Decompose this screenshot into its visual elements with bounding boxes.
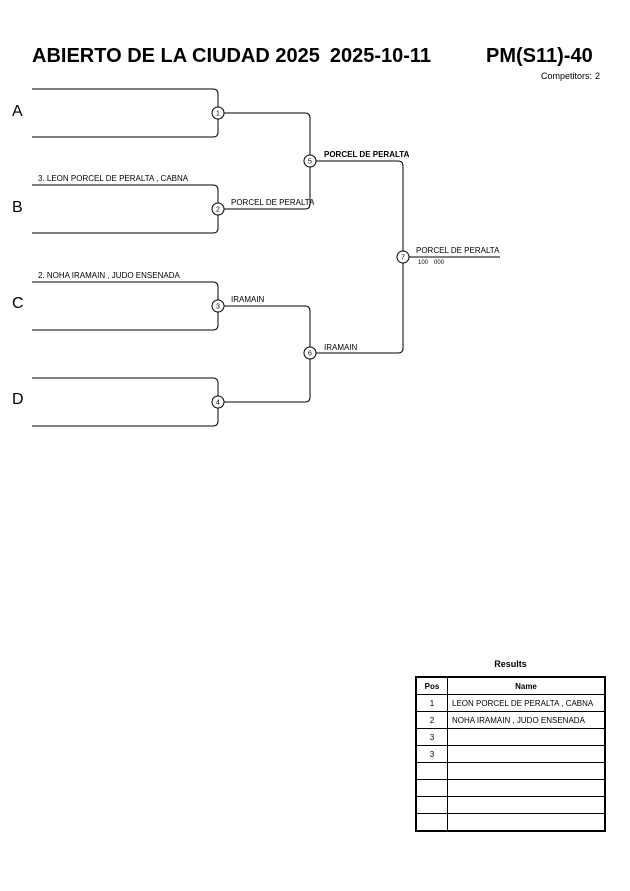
node-number-2: 2 <box>216 207 220 214</box>
result-pos: 2 <box>415 711 448 729</box>
final-score-loser: 000 <box>434 260 445 266</box>
result-name: NOHA IRAMAIN , JUDO ENSENADA <box>447 711 606 729</box>
table-row <box>415 796 606 814</box>
result-pos <box>415 813 448 832</box>
table-row <box>415 813 606 832</box>
node-circle-6 <box>303 346 317 360</box>
result-pos: 3 <box>415 745 448 763</box>
table-row <box>415 762 606 780</box>
node-circle-1 <box>211 106 225 120</box>
node-number-7: 7 <box>401 255 405 262</box>
winner-match-5: PORCEL DE PERALTA <box>324 150 410 159</box>
results-header-name: Name <box>447 676 606 695</box>
result-name: LEON PORCEL DE PERALTA , CABNA <box>447 694 606 712</box>
result-pos <box>415 796 448 814</box>
pool-letter-b: B <box>12 199 23 216</box>
result-pos: 3 <box>415 728 448 746</box>
final-score: 100 000 <box>418 260 444 266</box>
node-number-5: 5 <box>308 159 312 166</box>
event-title: ABIERTO DE LA CIUDAD 2025 2025-10-11 <box>32 45 431 68</box>
node-circle-2 <box>211 202 225 216</box>
connector-3-6 <box>218 305 311 353</box>
pool-box-d <box>32 377 219 427</box>
pool-box-b <box>32 184 219 234</box>
winner-match-6: IRAMAIN <box>324 343 358 352</box>
node-circle-5 <box>303 154 317 168</box>
node-circle-3 <box>211 299 225 313</box>
result-pos <box>415 779 448 797</box>
node-number-6: 6 <box>308 351 312 358</box>
pool-letter-a: A <box>12 103 23 120</box>
result-name <box>447 779 606 797</box>
result-name <box>447 745 606 763</box>
connector-1-5 <box>218 112 311 161</box>
node-circle-7 <box>396 250 410 264</box>
winner-final: PORCEL DE PERALTA <box>416 246 500 255</box>
competitors-value: 2 <box>594 71 600 81</box>
category-code: PM(S11)-40 <box>486 45 593 67</box>
winner-match-3: IRAMAIN <box>231 295 265 304</box>
pool-letter-d: D <box>12 391 24 408</box>
node-number-4: 4 <box>216 400 220 407</box>
competitors-label: Competitors: <box>540 71 592 81</box>
results-header-row: Pos Name <box>415 676 606 695</box>
entry-pool-b: 3. LEON PORCEL DE PERALTA , CABNA <box>38 174 189 183</box>
node-circle-4 <box>211 395 225 409</box>
event-date: 2025-10-11 <box>329 45 432 67</box>
entry-pool-c: 2. NOHA IRAMAIN , JUDO ENSENADA <box>38 271 180 280</box>
node-number-3: 3 <box>216 304 220 311</box>
connector-6-7 <box>310 257 404 354</box>
table-row: 3 <box>415 728 606 746</box>
competitors-count: Competitors:2 <box>541 71 600 81</box>
result-name <box>447 728 606 746</box>
pool-box-c <box>32 281 219 331</box>
connector-5-7 <box>310 160 404 257</box>
connector-4-6 <box>218 353 311 403</box>
result-name <box>447 762 606 780</box>
event-name: ABIERTO DE LA CIUDAD 2025 <box>32 45 320 67</box>
results-title: Results <box>494 659 527 669</box>
node-number-1: 1 <box>216 111 220 118</box>
table-row: 3 <box>415 745 606 763</box>
results-header-pos: Pos <box>415 676 448 695</box>
result-pos <box>415 762 448 780</box>
result-name <box>447 813 606 832</box>
result-name <box>447 796 606 814</box>
pool-letter-c: C <box>12 295 24 312</box>
winner-match-2: PORCEL DE PERALTA <box>231 198 315 207</box>
result-pos: 1 <box>415 694 448 712</box>
connector-2-5 <box>218 161 311 210</box>
pool-box-a <box>32 88 219 138</box>
table-row <box>415 779 606 797</box>
final-score-winner: 100 <box>418 260 429 266</box>
